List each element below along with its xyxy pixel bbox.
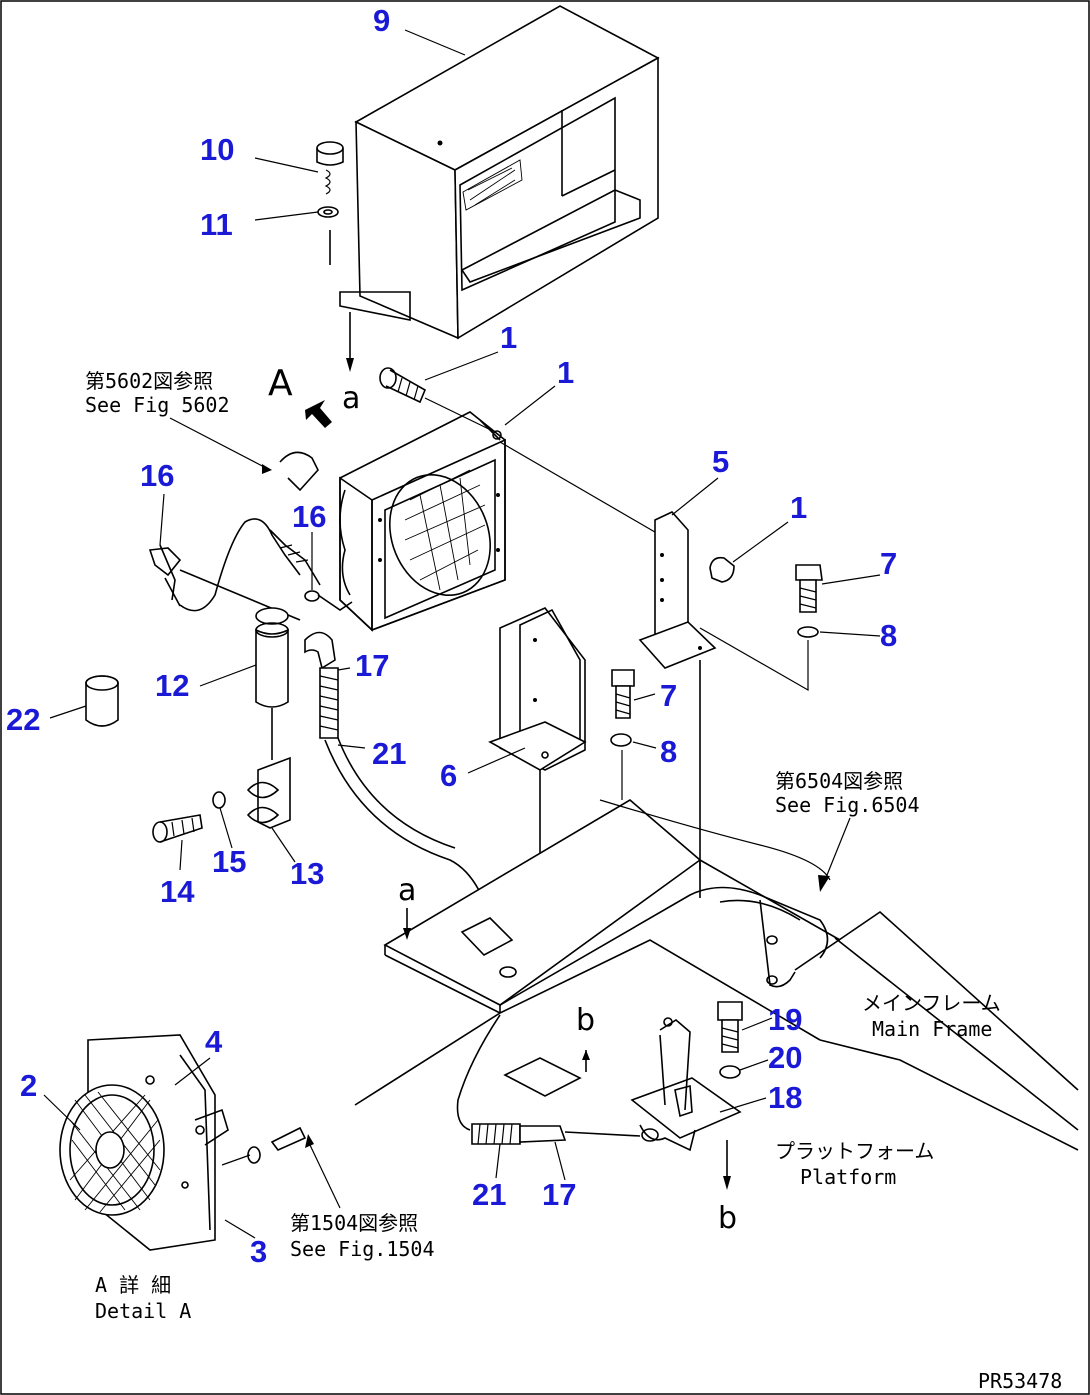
callout-22: 22 xyxy=(6,702,40,737)
marker-a-base: a xyxy=(398,873,416,908)
callout-1-top: 1 xyxy=(500,320,517,355)
callout-1-assembly: 1 xyxy=(557,355,574,390)
callout-3: 3 xyxy=(250,1234,267,1269)
callout-10: 10 xyxy=(200,132,234,167)
platform-en: Platform xyxy=(800,1165,896,1189)
callout-17-top: 17 xyxy=(355,648,389,683)
callout-19: 19 xyxy=(768,1002,802,1037)
part-22 xyxy=(85,675,119,727)
callout-12: 12 xyxy=(155,668,189,703)
leader-1504 xyxy=(309,1144,341,1209)
ref-5602-jp: 第5602図参照 xyxy=(85,369,213,393)
main-frame-en: Main Frame xyxy=(872,1017,992,1041)
leader-bolt-7-right xyxy=(699,627,809,692)
callout-21-top: 21 xyxy=(372,736,406,771)
callouts: 9 10 11 1 1 5 1 7 8 7 8 16 16 12 17 21 2… xyxy=(6,3,897,1269)
detail-a-jp: A 詳 細 xyxy=(95,1273,171,1297)
callout-15: 15 xyxy=(212,844,246,879)
leader-5602 xyxy=(169,417,271,471)
bracket-5 xyxy=(638,511,717,870)
main-frame-outline xyxy=(354,859,1079,1151)
callout-5: 5 xyxy=(712,444,729,479)
callout-2: 2 xyxy=(20,1068,37,1103)
callout-18: 18 xyxy=(768,1080,802,1115)
washer-15 xyxy=(212,791,226,809)
bolt-7-mid xyxy=(611,669,635,719)
platform-jp: プラットフォーム xyxy=(775,1139,934,1163)
bolt-1-top xyxy=(379,367,427,404)
bolt-7-right xyxy=(795,564,823,613)
callout-11: 11 xyxy=(200,207,233,242)
leader-6504 xyxy=(824,817,851,881)
marker-a-top: a xyxy=(342,381,360,416)
marker-b-bottom: b xyxy=(718,1201,737,1236)
frame-edge xyxy=(599,799,831,881)
callout-8-right: 8 xyxy=(880,618,897,653)
main-frame-jp: メインフレーム xyxy=(862,991,1001,1015)
callout-1-nut: 1 xyxy=(790,490,807,525)
reference-labels: 第5602図参照 See Fig 5602 第6504図参照 See Fig.6… xyxy=(85,369,1001,1323)
callout-7-mid: 7 xyxy=(660,678,677,713)
marker-b-top: b xyxy=(576,1003,595,1038)
arrow-a-head xyxy=(346,358,354,372)
pad xyxy=(503,1057,582,1097)
callout-9: 9 xyxy=(373,3,390,38)
leader-bolt xyxy=(424,397,496,433)
cover-part xyxy=(329,5,660,340)
callout-17-bottom: 17 xyxy=(542,1177,576,1212)
callout-8-mid: 8 xyxy=(660,734,677,769)
bolt-19 xyxy=(717,1001,743,1053)
washer-8-right xyxy=(797,626,819,638)
hose-16 xyxy=(148,518,353,621)
bolt-14 xyxy=(152,814,203,843)
washer-8-mid xyxy=(610,733,632,747)
callout-16-left: 16 xyxy=(140,458,174,493)
nut-1 xyxy=(709,556,735,583)
hose-21-17-bottom xyxy=(456,1014,641,1145)
detail-a-fan xyxy=(59,1034,307,1251)
callout-13: 13 xyxy=(290,856,324,891)
callout-7-right: 7 xyxy=(880,546,897,581)
condenser-assembly xyxy=(339,411,506,632)
callout-4: 4 xyxy=(205,1024,223,1059)
callout-20: 20 xyxy=(768,1040,802,1075)
letter-markers: A a a b b xyxy=(268,363,737,1236)
leader-assembly-bracket xyxy=(499,441,661,536)
floor-plate xyxy=(383,799,829,1041)
ref-1504-en: See Fig.1504 xyxy=(290,1237,435,1261)
receiver-12 xyxy=(255,607,289,760)
washer-20 xyxy=(719,1065,741,1079)
callout-6: 6 xyxy=(440,758,457,793)
ref-1504-jp: 第1504図参照 xyxy=(290,1211,418,1235)
ref-6504-jp: 第6504図参照 xyxy=(775,769,903,793)
drawing-code: PR53478 xyxy=(978,1369,1062,1393)
switch-18 xyxy=(630,1017,742,1152)
ref-5602-en: See Fig 5602 xyxy=(85,393,230,417)
detail-a-en: Detail A xyxy=(95,1299,191,1323)
pipe-fitting xyxy=(279,451,319,492)
view-a-arrow xyxy=(305,400,332,428)
callout-14: 14 xyxy=(160,874,195,909)
ref-6504-en: See Fig.6504 xyxy=(775,793,920,817)
view-a-label: A xyxy=(268,363,293,404)
callout-leaders xyxy=(43,29,881,1239)
callout-21-bottom: 21 xyxy=(472,1177,506,1212)
callout-16-right: 16 xyxy=(292,499,326,534)
clamp-13 xyxy=(246,756,291,829)
cap-part xyxy=(316,141,344,218)
